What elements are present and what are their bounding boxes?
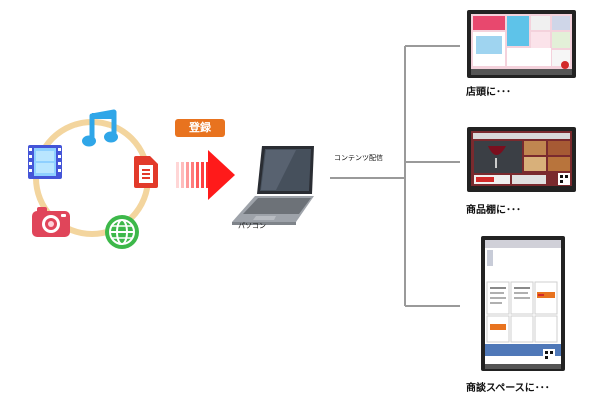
register-badge: 登録 — [175, 119, 225, 137]
globe-icon — [105, 215, 139, 249]
pc-label: パソコン — [238, 222, 266, 230]
destination-label-meeting-space: 商談スペースに･･･ — [466, 383, 550, 394]
distribution-label: コンテンツ配信 — [334, 154, 383, 162]
destination-label-shelf: 商品棚に･･･ — [466, 205, 521, 216]
destination-label-storefront: 店頭に･･･ — [466, 87, 511, 98]
film-icon — [28, 145, 62, 179]
camera-icon — [32, 207, 70, 237]
laptop-icon — [232, 146, 314, 225]
music-note-icon — [82, 109, 118, 147]
shelf-screen — [467, 127, 576, 192]
document-icon — [134, 156, 158, 188]
distribution-connector — [330, 45, 460, 307]
meeting-space-screen — [481, 236, 565, 371]
register-arrow — [176, 150, 235, 200]
storefront-screen — [467, 10, 576, 78]
